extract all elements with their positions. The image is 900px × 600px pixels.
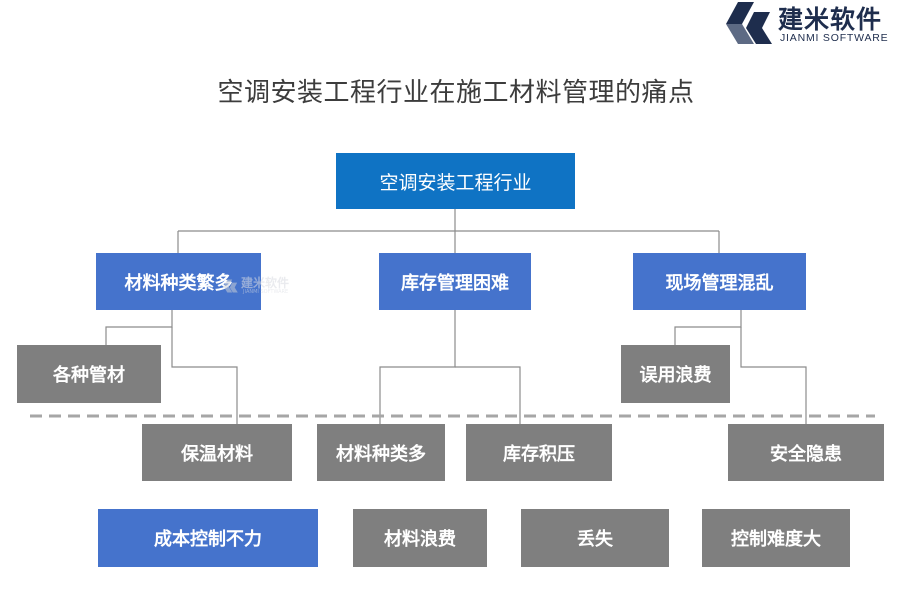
jianmi-logo-icon xyxy=(726,2,772,44)
watermark-en: JIANMI SOFTWARE xyxy=(243,289,289,295)
watermark-logo: 建米软件 JIANMI SOFTWARE xyxy=(223,274,295,298)
leaf-node-safety-hazard: 安全隐患 xyxy=(728,424,884,481)
consequence-loss: 丢失 xyxy=(521,509,669,567)
diagram-title: 空调安装工程行业在施工材料管理的痛点 xyxy=(217,78,695,108)
leaf-node-overstock: 库存积压 xyxy=(466,424,612,481)
root-node: 空调安装工程行业 xyxy=(336,153,575,209)
leaf-node-misuse-waste: 误用浪费 xyxy=(621,345,730,403)
leaf-node-many-types: 材料种类多 xyxy=(317,424,445,481)
watermark-cn: 建米软件 xyxy=(241,276,290,290)
consequence-material-waste: 材料浪费 xyxy=(353,509,487,567)
level1-node-materials: 材料种类繁多 xyxy=(96,253,261,310)
level1-node-inventory: 库存管理困难 xyxy=(379,253,531,310)
leaf-node-pipes: 各种管材 xyxy=(17,345,161,403)
leaf-node-insulation: 保温材料 xyxy=(142,424,292,481)
brand-name-en: JIANMI SOFTWARE xyxy=(780,32,889,44)
consequence-hard-to-control: 控制难度大 xyxy=(702,509,850,567)
watermark-logo-icon xyxy=(223,279,238,293)
brand-name-cn: 建米软件 xyxy=(778,5,883,34)
consequence-cost-control: 成本控制不力 xyxy=(98,509,318,567)
brand-logo: 建米软件 JIANMI SOFTWARE xyxy=(724,0,900,46)
level1-node-site: 现场管理混乱 xyxy=(633,253,806,310)
